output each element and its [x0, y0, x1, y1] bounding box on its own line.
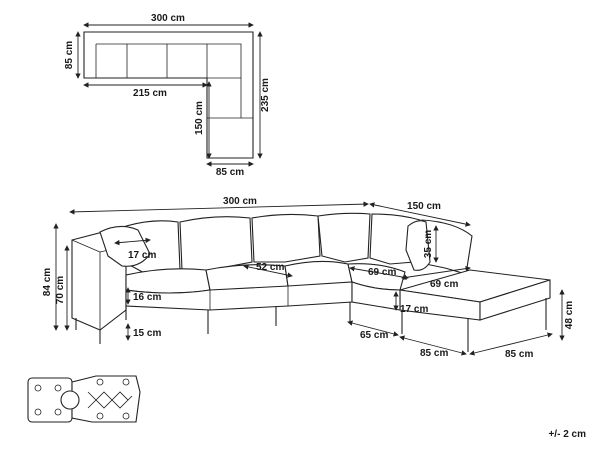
- bracket-teeth-lower: [87, 399, 129, 409]
- plan-bottom-width-label: 85 cm: [216, 167, 244, 178]
- corner-width-label: 69 cm: [368, 267, 396, 278]
- tolerance-note: +/- 2 cm: [548, 429, 586, 440]
- plan-back-line: [96, 43, 242, 118]
- ottoman-cushion-label: 17 cm: [400, 304, 428, 315]
- front-view: 300 cm 150 cm: [42, 196, 575, 360]
- screw-icon: [122, 412, 130, 420]
- plan-outline: [83, 31, 254, 159]
- seat-cushion-1: [125, 268, 211, 294]
- plan-inner-width-label: 215 cm: [133, 88, 167, 99]
- plan-left-depth-label: 85 cm: [64, 41, 75, 69]
- seat-depth-label: 52 cm: [256, 262, 284, 273]
- side-pillow: [99, 225, 151, 267]
- ottoman-height-label: 48 cm: [564, 301, 575, 329]
- arm-height-label: 70 cm: [55, 276, 66, 304]
- cushion-height-label: 16 cm: [133, 292, 161, 303]
- total-height-label: 84 cm: [42, 268, 53, 296]
- dim-line-seat-depth: [243, 264, 293, 278]
- backrest-height-label: 35 cm: [423, 230, 434, 258]
- dim-line-ottoman-b: [469, 332, 553, 356]
- arm-width-label: 17 cm: [128, 250, 156, 261]
- back-cushion-3: [251, 213, 321, 263]
- chaise-seat-width-label: 69 cm: [430, 279, 458, 290]
- dim-line-corner: [349, 266, 409, 280]
- screw-icon: [96, 412, 104, 420]
- plan-top-width-label: 300 cm: [151, 13, 185, 24]
- ottoman-width-a-label: 85 cm: [420, 348, 448, 359]
- dim-line-chaise-seat: [401, 265, 471, 281]
- screw-icon: [34, 408, 42, 416]
- back-cushion-corner: [317, 212, 371, 263]
- connector-bracket-detail: [27, 375, 141, 423]
- dim-line-overall: [69, 201, 369, 215]
- module-depth-label: 65 cm: [360, 330, 388, 341]
- screw-icon: [96, 378, 104, 386]
- screw-icon: [122, 378, 130, 386]
- corner-base: [351, 281, 401, 311]
- leg-height-label: 15 cm: [133, 328, 161, 339]
- dim-line-chaise: [369, 202, 471, 227]
- screw-icon: [54, 384, 62, 392]
- overall-width-label: 300 cm: [223, 196, 257, 207]
- screw-icon: [34, 384, 42, 392]
- plan-view: 300 cm 85 cm 215 cm 235 cm 150 cm 85 cm: [64, 13, 271, 178]
- chaise-width-label: 150 cm: [407, 201, 441, 212]
- sofa-base: [125, 281, 353, 311]
- plan-right-depth-label: 235 cm: [260, 78, 271, 112]
- dim-line-module-depth: [347, 320, 399, 337]
- plan-inner-length-label: 150 cm: [194, 101, 205, 135]
- screw-icon: [54, 408, 62, 416]
- ottoman-width-b-label: 85 cm: [505, 349, 533, 360]
- dim-line-ottoman-a: [399, 335, 467, 356]
- bracket-plate-right: [71, 375, 141, 423]
- back-cushion-2: [179, 216, 253, 271]
- dim-line-arm-width: [114, 237, 151, 246]
- ottoman-side: [479, 279, 551, 321]
- bracket-pivot: [60, 390, 80, 410]
